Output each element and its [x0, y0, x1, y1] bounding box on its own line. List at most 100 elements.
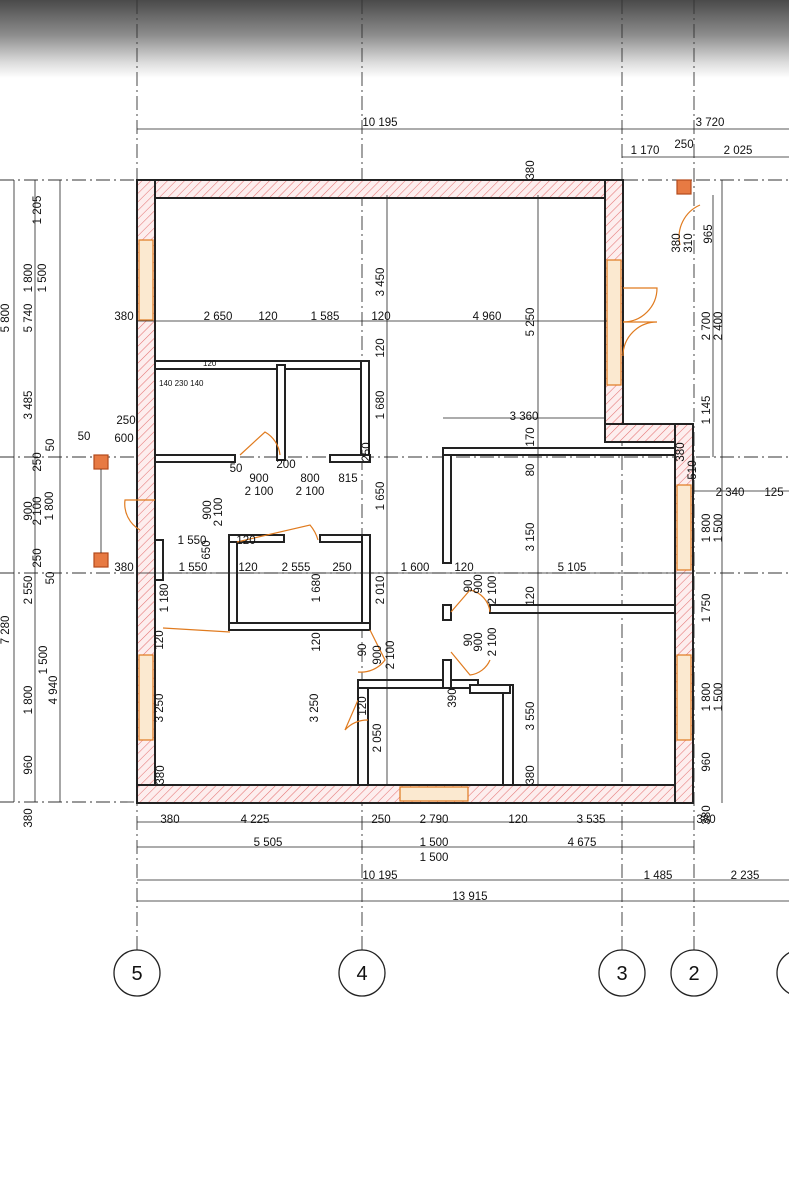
- svg-text:3 550: 3 550: [525, 702, 537, 731]
- svg-text:120: 120: [525, 586, 537, 605]
- svg-text:1 500: 1 500: [420, 837, 449, 849]
- dim-top-right-c: 2 025: [724, 145, 753, 157]
- svg-text:1 550: 1 550: [178, 535, 207, 547]
- svg-text:2 100: 2 100: [245, 486, 274, 498]
- svg-text:2 010: 2 010: [375, 576, 387, 605]
- dim-left-n: 2 550: [23, 576, 35, 605]
- svg-text:2 100: 2 100: [296, 486, 325, 498]
- svg-text:120: 120: [371, 311, 390, 323]
- svg-text:1 680: 1 680: [375, 391, 387, 420]
- svg-text:3 450: 3 450: [375, 268, 387, 297]
- svg-text:815: 815: [338, 473, 357, 485]
- top-status-bar: [0, 0, 789, 78]
- svg-text:125: 125: [764, 487, 783, 499]
- dim-left-g: 250: [32, 452, 44, 471]
- svg-text:380: 380: [525, 765, 537, 784]
- svg-text:2 700: 2 700: [701, 312, 713, 341]
- svg-text:120: 120: [238, 562, 257, 574]
- dim-left-e: 5 800: [0, 304, 12, 333]
- svg-text:380: 380: [696, 814, 715, 826]
- svg-text:120: 120: [508, 814, 527, 826]
- window-left-top: [138, 239, 154, 321]
- svg-text:1 750: 1 750: [701, 594, 713, 623]
- svg-text:5 505: 5 505: [254, 837, 283, 849]
- top-dimensions: 10 195 3 720 1 170 250 2 025 380: [137, 117, 789, 180]
- svg-text:380: 380: [701, 805, 713, 824]
- axis-marker-5: [113, 949, 161, 997]
- svg-text:90: 90: [463, 580, 475, 593]
- svg-text:3 360: 3 360: [510, 411, 539, 423]
- dim-left-q: 4 940: [48, 676, 60, 705]
- axis-label-4: 4: [356, 963, 367, 985]
- axis-marker-4: [338, 949, 386, 997]
- svg-text:5 250: 5 250: [525, 308, 537, 337]
- axis-label-5: 5: [131, 963, 142, 985]
- dim-top-overall: 10 195: [362, 117, 397, 129]
- windows: [138, 239, 692, 802]
- right-dimensions: 380 310 965 2 700 2 400 1 145 380 510 2 …: [671, 180, 789, 825]
- svg-text:4 225: 4 225: [241, 814, 270, 826]
- svg-text:2 100: 2 100: [487, 576, 499, 605]
- svg-text:1 680: 1 680: [311, 574, 323, 603]
- svg-text:200: 200: [276, 459, 295, 471]
- svg-text:3 150: 3 150: [525, 523, 537, 552]
- svg-text:250: 250: [371, 814, 390, 826]
- svg-text:250: 250: [332, 562, 351, 574]
- window-right-middle: [676, 484, 692, 571]
- svg-text:960: 960: [701, 752, 713, 771]
- svg-text:4 675: 4 675: [568, 837, 597, 849]
- axis-marker-3: [598, 949, 646, 997]
- svg-text:965: 965: [703, 224, 715, 243]
- dim-left-v: 250: [116, 415, 135, 427]
- entrance-opening: [606, 259, 622, 386]
- svg-text:2 555: 2 555: [282, 562, 311, 574]
- dim-left-f: 3 485: [23, 391, 35, 420]
- svg-text:120: 120: [454, 562, 473, 574]
- svg-text:900: 900: [473, 632, 485, 651]
- svg-text:3 250: 3 250: [154, 694, 166, 723]
- dim-left-a: 1 205: [32, 196, 44, 225]
- dim-left-p: 1 500: [38, 646, 50, 675]
- svg-text:310: 310: [683, 233, 695, 252]
- dim-left-o: 7 280: [0, 616, 12, 645]
- svg-text:1 550: 1 550: [179, 562, 208, 574]
- svg-text:120: 120: [154, 630, 166, 649]
- dim-left-m: 50: [45, 572, 57, 585]
- axis-label-3: 3: [616, 963, 627, 985]
- svg-text:1 180: 1 180: [159, 584, 171, 613]
- dim-left-b: 1 800: [23, 264, 35, 293]
- columns: [93, 179, 692, 568]
- svg-text:1 800: 1 800: [701, 683, 713, 712]
- axis-marker-2: [670, 949, 718, 997]
- axis-marker-cut: [776, 952, 789, 994]
- svg-text:90: 90: [463, 634, 475, 647]
- svg-text:390: 390: [447, 688, 459, 707]
- svg-text:900: 900: [372, 645, 384, 664]
- dim-left-i: 900: [23, 501, 35, 520]
- svg-text:900: 900: [473, 574, 485, 593]
- dim-top-right-b: 250: [674, 139, 693, 151]
- svg-text:1 800: 1 800: [701, 514, 713, 543]
- svg-text:13 915: 13 915: [452, 891, 487, 903]
- svg-text:120: 120: [258, 311, 277, 323]
- svg-text:1 585: 1 585: [311, 311, 340, 323]
- svg-text:10 195: 10 195: [362, 870, 397, 882]
- svg-text:120: 120: [236, 535, 255, 547]
- svg-text:1 485: 1 485: [644, 870, 673, 882]
- svg-text:120: 120: [375, 338, 387, 357]
- axis-markers: 5 4 3 2: [113, 949, 789, 997]
- svg-text:120: 120: [203, 359, 217, 368]
- dim-left-l: 250: [32, 548, 44, 567]
- dim-top-right-overall: 3 720: [696, 117, 725, 129]
- svg-text:2 400: 2 400: [713, 312, 725, 341]
- svg-text:380: 380: [114, 562, 133, 574]
- svg-text:4 960: 4 960: [473, 311, 502, 323]
- dim-left-t: 380: [23, 808, 35, 827]
- svg-text:170: 170: [525, 427, 537, 446]
- svg-text:250: 250: [361, 442, 373, 461]
- svg-text:120: 120: [311, 632, 323, 651]
- svg-text:2 790: 2 790: [420, 814, 449, 826]
- dim-left-r: 1 800: [23, 686, 35, 715]
- svg-text:380: 380: [155, 765, 167, 784]
